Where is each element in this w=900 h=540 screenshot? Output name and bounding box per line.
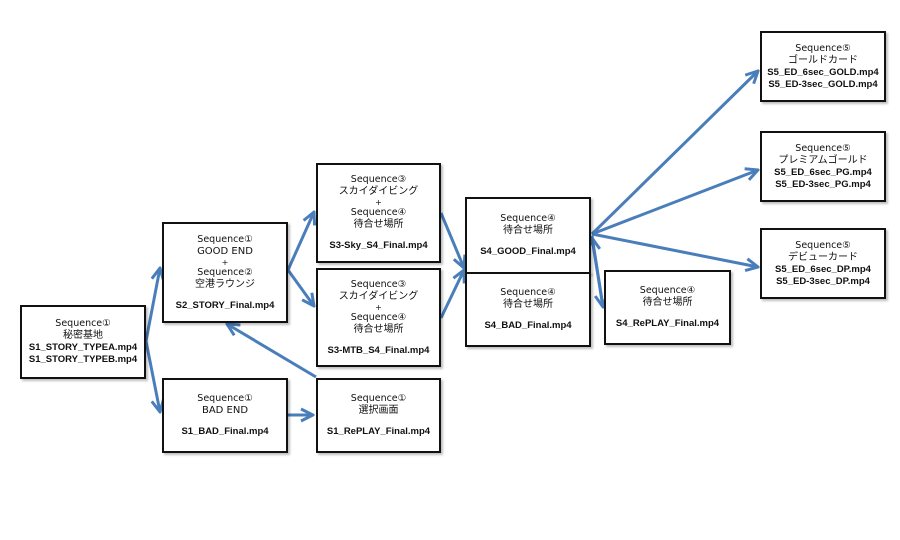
- arrow-s1story-to-s2: [144, 268, 160, 342]
- node-s4-replay: Sequence④ 待合せ場所 S4_RePLAY_Final.mp4: [604, 270, 731, 345]
- sequence-label: Sequence①: [55, 318, 111, 329]
- sequence-label: Sequence③: [350, 174, 407, 185]
- sequence-label: Sequence⑤: [795, 42, 851, 54]
- plus-sign: +: [221, 257, 229, 267]
- file-name: S1_STORY_TYPEA.mp4: [28, 342, 138, 353]
- plus-sign: +: [375, 302, 382, 312]
- node-s4-good: Sequence④ 待合せ場所 S4_GOOD_Final.mp4: [465, 197, 591, 274]
- arrow-s4good-to-s5pg: [591, 170, 758, 236]
- scene-title: 待合せ場所: [503, 225, 553, 236]
- file-name: S1_STORY_TYPEB.mp4: [28, 354, 138, 365]
- sequence-label: Sequence④: [500, 287, 556, 298]
- file-name: S1_BAD_Final.mp4: [181, 426, 269, 437]
- arrow-s3sky-to-s4good: [439, 212, 464, 268]
- node-s2-story: Sequence① GOOD END + Sequence② 空港ラウンジ S2…: [162, 222, 288, 323]
- file-name: S3-MTB_S4_Final.mp4: [327, 344, 430, 356]
- node-s3-sky: Sequence③ スカイダイビング + Sequence④ 待合せ場所 S3-…: [316, 163, 441, 263]
- file-name: S5_ED_6sec_PG.mp4: [774, 166, 872, 178]
- node-s5-premium-gold: Sequence⑤ プレミアムゴールド S5_ED_6sec_PG.mp4 S5…: [760, 131, 886, 202]
- arrow-s2-to-s3sky: [286, 212, 314, 271]
- arrow-s4good-to-s5dp: [591, 232, 758, 267]
- scene-title: 待合せ場所: [353, 219, 404, 230]
- file-name: S5_ED-3sec_DP.mp4: [776, 275, 870, 287]
- arrow-s1replay-to-s2: [227, 324, 317, 379]
- sequence-label: Sequence②: [197, 266, 253, 278]
- file-name: S4_BAD_Final.mp4: [484, 320, 572, 331]
- scene-title: スカイダイビング: [338, 186, 419, 197]
- plus-sign: +: [375, 198, 382, 207]
- node-s1-replay: Sequence① 選択画面 S1_RePLAY_Final.mp4: [316, 378, 441, 453]
- arrow-s1story-to-s1bad: [144, 340, 160, 412]
- sequence-label: Sequence④: [639, 285, 696, 296]
- file-name: S5_ED_6sec_DP.mp4: [775, 263, 871, 275]
- sequence-label: Sequence④: [500, 213, 556, 224]
- file-name: S5_ED-3sec_GOLD.mp4: [768, 78, 878, 90]
- scene-title: デビューカード: [788, 251, 858, 263]
- scene-title: ゴールドカード: [788, 54, 858, 66]
- node-s5-gold: Sequence⑤ ゴールドカード S5_ED_6sec_GOLD.mp4 S5…: [760, 31, 886, 102]
- scene-title: 選択画面: [358, 405, 399, 416]
- node-s1-bad: Sequence① BAD END S1_BAD_Final.mp4: [162, 378, 288, 453]
- scene-title: 待合せ場所: [353, 323, 404, 335]
- sequence-label: Sequence①: [350, 393, 407, 404]
- sequence-label: Sequence③: [350, 278, 407, 290]
- sequence-label: Sequence④: [350, 311, 407, 323]
- scene-title: 秘密基地: [63, 330, 103, 341]
- file-name: S1_RePLAY_Final.mp4: [326, 426, 431, 437]
- file-name: S4_GOOD_Final.mp4: [480, 246, 576, 257]
- node-s4-bad: Sequence④ 待合せ場所 S4_BAD_Final.mp4: [465, 272, 591, 347]
- arrow-s3mtb-to-s4good: [439, 270, 464, 319]
- sequence-label: Sequence④: [350, 207, 407, 218]
- node-s3-mtb: Sequence③ スカイダイビング + Sequence④ 待合せ場所 S3-…: [316, 268, 441, 367]
- scene-title: スカイダイビング: [338, 290, 419, 302]
- file-name: S5_ED-3sec_PG.mp4: [775, 178, 871, 190]
- scene-title: 待合せ場所: [642, 297, 693, 308]
- sequence-label: Sequence⑤: [795, 239, 851, 251]
- scene-title: プレミアムゴールド: [778, 154, 868, 166]
- scene-title: GOOD END: [197, 245, 253, 257]
- sequence-label: Sequence①: [197, 393, 253, 404]
- scene-title: 空港ラウンジ: [195, 278, 255, 290]
- arrow-s2-to-s3mtb: [286, 269, 314, 306]
- sequence-label: Sequence⑤: [795, 142, 851, 154]
- sequence-label: Sequence①: [197, 233, 253, 245]
- arrow-s4good-to-s5gold: [590, 71, 758, 236]
- node-s5-debut: Sequence⑤ デビューカード S5_ED_6sec_DP.mp4 S5_E…: [760, 228, 886, 299]
- arrow-s4replay-to-s4good: [592, 238, 605, 308]
- file-name: S2_STORY_Final.mp4: [175, 299, 275, 311]
- file-name: S4_RePLAY_Final.mp4: [615, 318, 720, 329]
- file-name: S5_ED_6sec_GOLD.mp4: [767, 66, 879, 78]
- scene-title: 待合せ場所: [503, 299, 553, 310]
- file-name: S3-Sky_S4_Final.mp4: [329, 240, 428, 251]
- scene-title: BAD END: [201, 405, 249, 416]
- node-s1-story: Sequence① 秘密基地 S1_STORY_TYPEA.mp4 S1_STO…: [20, 305, 146, 379]
